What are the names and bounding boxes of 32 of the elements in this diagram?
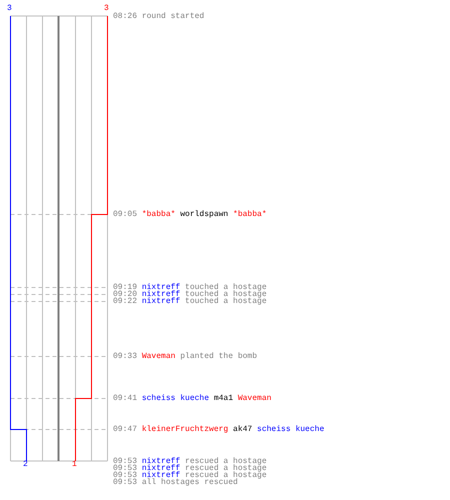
player-name: kleinerFruchtzwerg <box>142 425 228 434</box>
player-name: *babba* <box>142 210 176 219</box>
event-time: 09:22 <box>113 297 138 306</box>
score-number: 3 <box>7 5 12 12</box>
event-time: 09:41 <box>113 394 138 403</box>
player-name: *babba* <box>233 210 267 219</box>
event-time: 08:26 <box>113 12 138 21</box>
event-text: touched a hostage <box>185 297 267 306</box>
player-name: scheiss kueche <box>142 394 210 403</box>
weapon-name: ak47 <box>233 425 252 434</box>
event-time: 09:53 <box>113 471 138 480</box>
player-name: nixtreff <box>142 297 180 306</box>
player-name: Waveman <box>142 352 176 361</box>
event-time: 09:19 <box>113 283 138 292</box>
score-number: 1 <box>72 461 77 468</box>
player-name: Waveman <box>238 394 272 403</box>
event-time: 09:33 <box>113 352 138 361</box>
event-time: 09:53 <box>113 478 138 487</box>
event-time: 09:05 <box>113 210 138 219</box>
event-time: 09:47 <box>113 425 138 434</box>
player-name: scheiss kueche <box>257 425 324 434</box>
weapon-name: worldspawn <box>180 210 228 219</box>
event-text: planted the bomb <box>180 352 258 361</box>
score-number: 2 <box>23 461 28 468</box>
event-text: all hostages rescued <box>142 478 238 487</box>
event-time: 09:53 <box>113 457 138 466</box>
event-time: 09:53 <box>113 464 138 473</box>
event-text: round started <box>142 12 204 21</box>
event-text: rescued a hostage <box>185 471 267 480</box>
event-time: 09:20 <box>113 290 138 299</box>
score-number: 3 <box>104 5 109 12</box>
weapon-name: m4a1 <box>214 394 234 403</box>
